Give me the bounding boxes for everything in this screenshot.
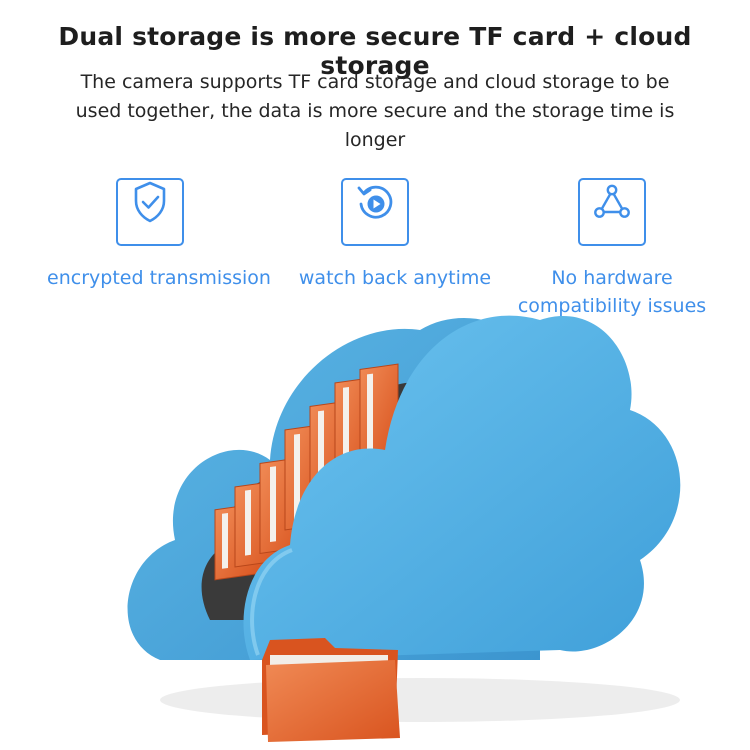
feature-label-encrypted: encrypted transmission [47,267,271,289]
feature-label-compatibility-line1: No hardware [551,267,673,289]
headline: Dual storage is more secure TF card + cl… [58,22,692,80]
folders-stack [214,363,399,581]
cloud-storage-illustration [127,315,681,742]
feature-label-compatibility: No hardware compatibility issues [505,264,719,320]
front-cloud [243,315,681,660]
feature-label-watch-back: watch back anytime [298,267,492,289]
folder-icon [262,638,400,742]
feature-label-compatibility-line2: compatibility issues [517,295,707,317]
replay-icon [341,178,409,246]
triangle-nodes-icon [578,178,646,246]
shield-check-icon [116,178,184,246]
description: The camera supports TF card storage and … [75,71,675,151]
